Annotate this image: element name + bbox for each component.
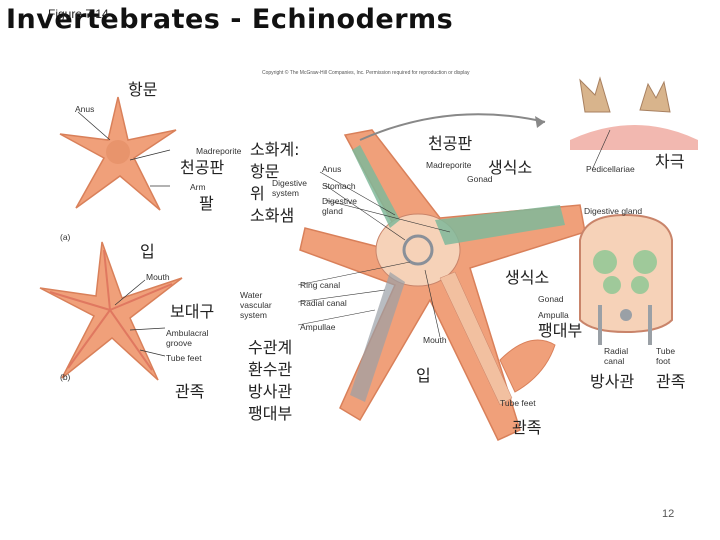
label-tube-feet-bottom-en: Tube feet (500, 398, 536, 408)
page-number: 12 (662, 508, 674, 520)
label-madreporite-center-en: Madreporite (426, 160, 471, 170)
label-tube-feet-left-ko: 관족 (175, 378, 204, 402)
label-stomach-en: Stomach (322, 181, 356, 191)
label-pedicellariae-ko: 차극 (655, 148, 684, 172)
label-madreporite-en: Madreporite (196, 146, 241, 156)
label-radial-canal-ko: 방사관 (248, 378, 292, 402)
label-radial-canal-right-ko: 방사관 (590, 368, 634, 392)
label-tube-feet-right-ko: 관족 (656, 368, 685, 392)
label-radial-canal-en: Radial canal (300, 298, 347, 308)
label-ampullae-en: Ampullae (300, 322, 335, 332)
label-arm-ko: 팔 (199, 190, 214, 214)
label-digestive-gland-en: Digestive gland (322, 196, 362, 216)
label-arm-en: Arm (190, 182, 206, 192)
label-ambulacral-groove-ko: 보대구 (170, 298, 214, 322)
label-pedicellariae-en: Pedicellariae (586, 164, 635, 174)
oral-starfish (40, 242, 182, 380)
label-water-vascular-ko: 수관계 (248, 334, 292, 358)
label-madreporite-center-ko: 천공판 (428, 130, 472, 154)
label-digestive-gland-right-en: Digestive gland (584, 206, 642, 216)
label-mouth-en: Mouth (146, 272, 170, 282)
label-mouth-center-en: Mouth (423, 335, 447, 345)
label-panel-a: (a) (60, 232, 70, 242)
label-gonad-right-en: Gonad (538, 294, 564, 304)
cross-section-illustration (580, 215, 672, 345)
label-anus-en: Anus (75, 104, 94, 114)
pedicellariae-illustration (568, 78, 698, 150)
label-tube-feet-bottom-ko: 관족 (512, 414, 541, 438)
label-gonad-center-en: Gonad (467, 174, 493, 184)
label-digestive-system-en: Digestive system (272, 178, 314, 198)
label-gonad-top-ko: 생식소 (488, 154, 532, 178)
label-water-vascular-en: Water vascular system (240, 290, 286, 320)
label-ampullae-ko: 팽대부 (248, 400, 292, 424)
label-panel-b: (b) (60, 372, 70, 382)
label-mouth-ko: 입 (140, 238, 155, 262)
label-ampulla-ko: 팽대부 (538, 317, 582, 341)
label-digestive-gland-ko: 소화샘 (250, 202, 294, 226)
label-mouth-center-ko: 입 (416, 362, 431, 386)
label-anus-center-en: Anus (322, 164, 341, 174)
label-gonad-right-ko: 생식소 (505, 264, 549, 288)
label-ambulacral-groove-en: Ambulacral groove (166, 328, 224, 348)
label-tube-feet-en: Tube feet (166, 353, 202, 363)
label-digestive-system-ko: 소화계: (250, 136, 300, 160)
label-ring-canal-ko: 환수관 (248, 356, 292, 380)
label-madreporite-ko: 천공판 (180, 154, 224, 178)
label-stomach-ko: 위 (250, 180, 265, 204)
label-tube-foot-en: Tube foot (656, 346, 682, 366)
label-ampulla-en: Ampulla (538, 310, 569, 320)
label-anus-ko: 항문 (128, 76, 157, 100)
label-ring-canal-en: Ring canal (300, 280, 340, 290)
label-radial-canal-right-en: Radial canal (604, 346, 634, 366)
